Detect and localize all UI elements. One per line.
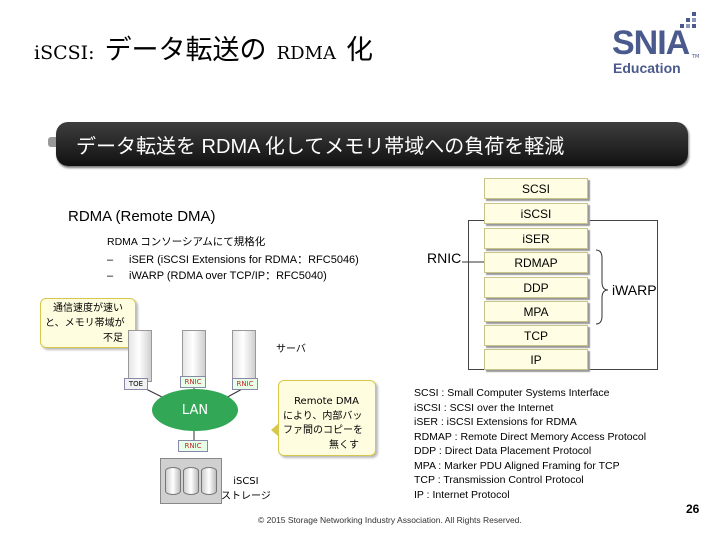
- iwarp-brace: [595, 249, 609, 325]
- callout-line: 通信速度が速い: [53, 303, 123, 314]
- disk-icon: [201, 467, 217, 495]
- callout-line: Remote DMA: [294, 396, 359, 407]
- bullet-dash: –: [107, 254, 114, 266]
- headline-banner: データ転送を RDMA 化してメモリ帯域への負荷を軽減: [56, 122, 688, 166]
- remote-dma-callout: Remote DMA により、内部バッ ファ間のコピーを 無くす: [271, 380, 376, 456]
- glossary-item: DDP : Direct Data Placement Protocol: [414, 445, 592, 457]
- rnic-tag-storage: RNIC: [178, 440, 208, 452]
- storage-label-line: ストレージ: [221, 491, 271, 502]
- server-b: [182, 330, 206, 382]
- logo-education-text: Education: [613, 60, 681, 76]
- layer-ip: IP: [484, 349, 588, 370]
- layer-mpa: MPA: [484, 301, 588, 322]
- layer-ddp: DDP: [484, 277, 588, 298]
- bandwidth-callout: 通信速度が速い と、メモリ帯域が 不足: [40, 298, 136, 348]
- callout-line: ファ間のコピーを: [283, 425, 363, 436]
- bullet-iser: – iSER (iSCSI Extensions for RDMA：RFC5046…: [107, 251, 359, 267]
- layer-tcp: TCP: [484, 325, 588, 346]
- lan-label: LAN: [181, 402, 209, 418]
- glossary-item: SCSI : Small Computer Systems Interface: [414, 387, 610, 399]
- banner-text: データ転送を RDMA 化してメモリ帯域への負荷を軽減: [76, 135, 565, 158]
- callout-line: 不足: [103, 333, 123, 344]
- callout-line: と、メモリ帯域が: [45, 318, 125, 329]
- layer-rdmap: RDMAP: [484, 252, 588, 273]
- title-data-transfer: データ転送の: [104, 35, 267, 66]
- rnic-label: RNIC: [427, 250, 462, 266]
- snia-mark-icon: [680, 12, 696, 28]
- page-number: 26: [686, 502, 700, 516]
- slide-title: iSCSI: データ転送の RDMA 化: [34, 28, 373, 68]
- layer-iser: iSER: [484, 228, 588, 249]
- layer-scsi: SCSI: [484, 178, 588, 199]
- iscsi-storage: [160, 458, 222, 504]
- rnic-tag-b: RNIC: [232, 378, 258, 390]
- title-ka: 化: [345, 35, 373, 66]
- title-rdma: RDMA: [276, 43, 336, 64]
- glossary-item: MPA : Marker PDU Aligned Framing for TCP: [414, 459, 620, 472]
- glossary-item: iSER : iSCSI Extensions for RDMA: [414, 416, 577, 428]
- toe-tag: TOE: [124, 378, 148, 390]
- rnic-tag-a: RNIC: [180, 376, 206, 388]
- bullet-iwarp: – iWARP (RDMA over TCP/IP：RFC5040): [107, 267, 327, 283]
- disk-icon: [165, 467, 181, 495]
- callout-line: により、内部バッ: [283, 410, 363, 422]
- glossary-item: RDMAP : Remote Direct Memory Access Prot…: [414, 430, 647, 443]
- callout-line: 無くす: [329, 439, 359, 451]
- glossary-item: TCP : Transmission Control Protocol: [414, 474, 584, 486]
- logo-snia-text: SNIA: [612, 24, 690, 62]
- bullet-text: iSER (iSCSI Extensions for RDMA：RFC5046): [129, 254, 359, 266]
- rdma-subheading: RDMA コンソーシアムにて規格化: [107, 236, 266, 248]
- server-c: [232, 330, 256, 382]
- disk-icon: [183, 467, 199, 495]
- storage-label-line: iSCSI: [233, 476, 259, 487]
- callout-tail: [271, 423, 279, 437]
- rdma-heading: RDMA (Remote DMA): [68, 208, 216, 225]
- snia-education-logo: SNIA TM Education: [610, 8, 710, 78]
- bullet-dash: –: [107, 270, 114, 282]
- storage-label: iSCSI ストレージ: [221, 474, 271, 504]
- title-iscsi: iSCSI:: [34, 42, 95, 64]
- server-a: [128, 330, 152, 382]
- layer-iscsi: iSCSI: [484, 203, 588, 224]
- lan-cloud: LAN: [152, 389, 238, 431]
- glossary-item: IP : Internet Protocol: [414, 488, 510, 501]
- iwarp-label: iWARP: [612, 282, 657, 298]
- logo-tm: TM: [692, 54, 700, 60]
- glossary: SCSI : Small Computer Systems Interface …: [414, 386, 646, 502]
- bullet-text: iWARP (RDMA over TCP/IP：RFC5040): [129, 270, 327, 282]
- copyright: © 2015 Storage Networking Industry Assoc…: [258, 515, 522, 525]
- banner-edge: [48, 137, 56, 147]
- server-label: サーバ: [276, 344, 306, 355]
- glossary-item: iSCSI : SCSI over the Internet: [414, 401, 554, 414]
